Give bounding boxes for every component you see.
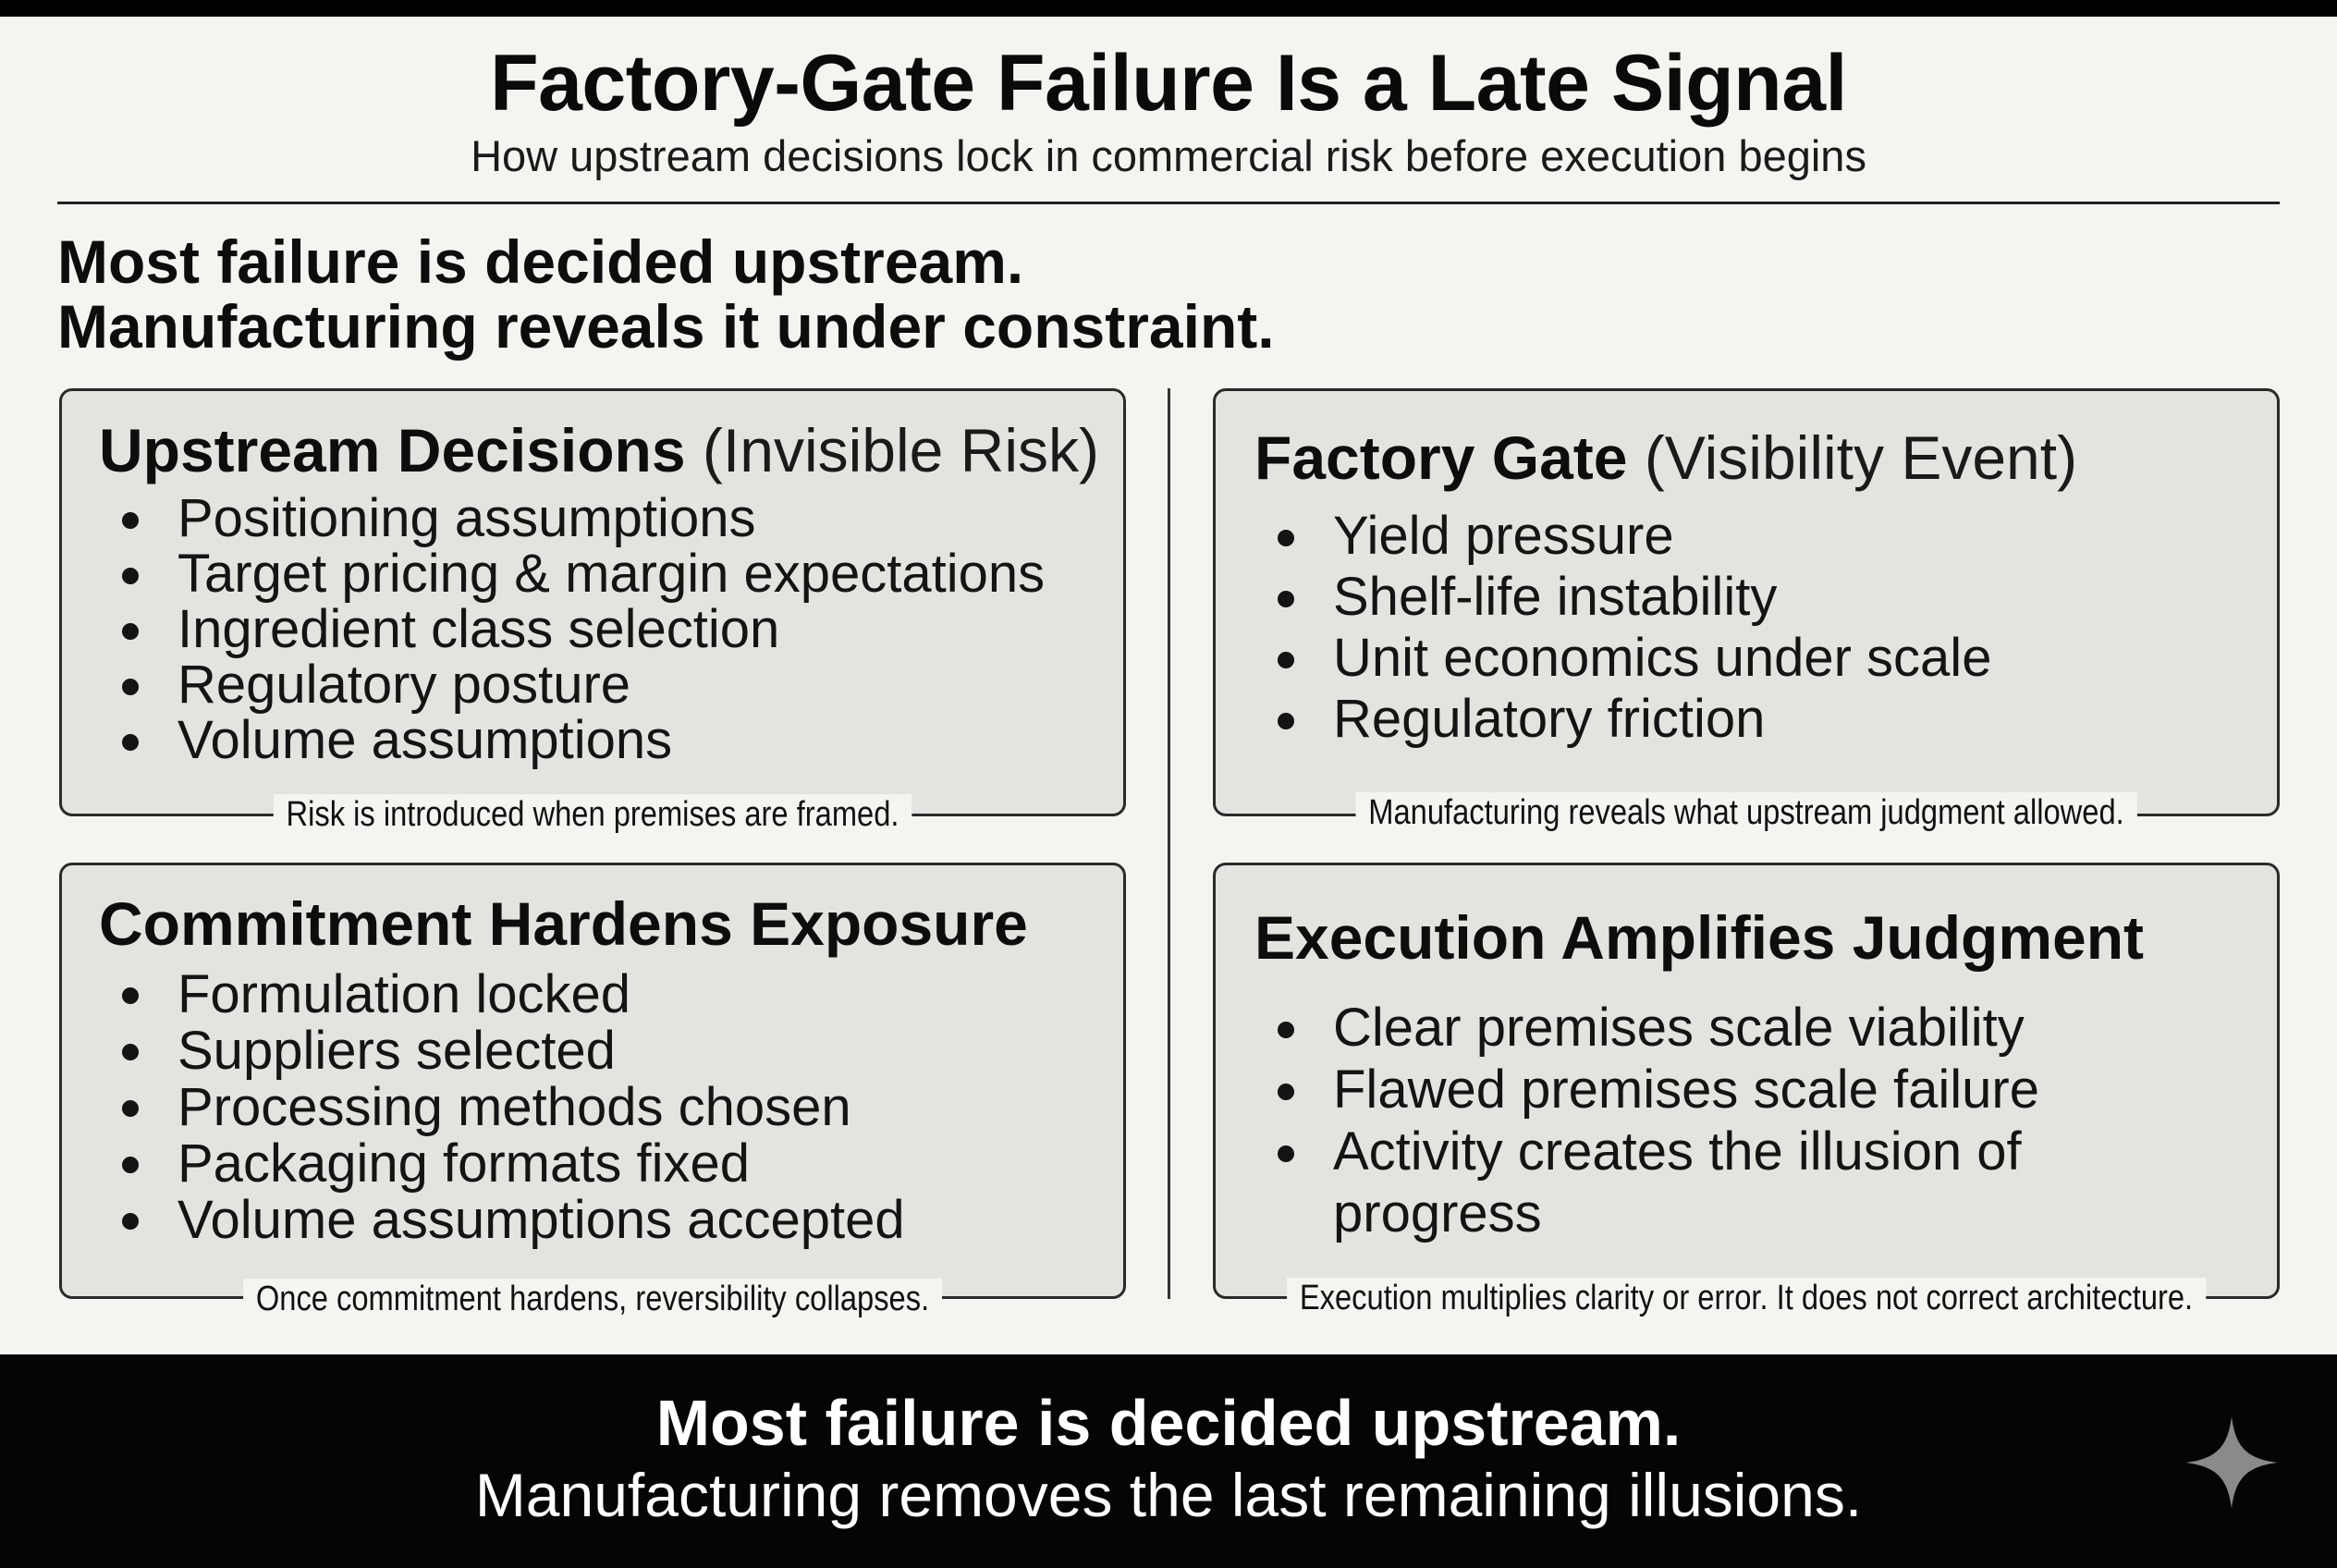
center-divider xyxy=(1168,388,1170,1299)
panel-title: Execution Amplifies Judgment xyxy=(1254,902,2144,973)
footer-headline: Most failure is decided upstream. xyxy=(655,1387,1682,1459)
bullet-icon xyxy=(122,1157,139,1173)
bullet-icon xyxy=(122,1213,139,1230)
panel-title: Factory Gate (Visibility Event) xyxy=(1254,423,2077,493)
list-item: Volume assumptions accepted xyxy=(113,1192,905,1248)
panel-commitment-hardens-exposure: Commitment Hardens Exposure Formulation … xyxy=(59,863,1126,1299)
list-item: Positioning assumptions xyxy=(113,491,1045,546)
header-divider xyxy=(57,202,2280,204)
list-item: Regulatory friction xyxy=(1268,689,1991,750)
footer-subline: Manufacturing removes the last remaining… xyxy=(474,1461,1863,1529)
bullet-icon xyxy=(122,512,139,529)
footer-banner: Most failure is decided upstream. Manufa… xyxy=(0,1354,2337,1568)
bullet-icon xyxy=(122,568,139,584)
list-item: Unit economics under scale xyxy=(1268,628,1991,689)
bullet-icon xyxy=(1278,1084,1294,1100)
panel-title-qualifier: (Visibility Event) xyxy=(1644,423,2078,492)
bullet-icon xyxy=(122,679,139,695)
list-item: Yield pressure xyxy=(1268,506,1991,567)
lead-line-1: Most failure is decided upstream. xyxy=(57,227,1024,296)
sparkle-icon xyxy=(2185,1416,2278,1509)
list-item: Packaging formats fixed xyxy=(113,1135,905,1192)
bullet-icon xyxy=(1278,652,1294,668)
panel-caption: Manufacturing reveals what upstream judg… xyxy=(1355,792,2137,833)
list-item: Flawed premises scale failure xyxy=(1268,1059,2039,1121)
list-item: Clear premises scale viability xyxy=(1268,997,2039,1059)
page-title: Factory-Gate Failure Is a Late Signal xyxy=(490,39,1847,128)
page-subtitle: How upstream decisions lock in commercia… xyxy=(471,131,1866,180)
lead-line-2: Manufacturing reveals it under constrain… xyxy=(57,292,1275,361)
panel-execution-amplifies-judgment: Execution Amplifies Judgment Clear premi… xyxy=(1213,863,2280,1299)
list-item: Ingredient class selection xyxy=(113,602,1045,657)
bullet-icon xyxy=(1278,713,1294,729)
bullet-list: Yield pressure Shelf-life instability Un… xyxy=(1268,506,1991,750)
panel-title-main: Execution Amplifies Judgment xyxy=(1254,903,2145,972)
panel-title-main: Upstream Decisions xyxy=(99,416,686,484)
list-item: Shelf-life instability xyxy=(1268,567,1991,628)
bullet-icon xyxy=(1278,591,1294,607)
list-item: Target pricing & margin expectations xyxy=(113,546,1045,602)
bullet-icon xyxy=(122,734,139,751)
list-item: Suppliers selected xyxy=(113,1023,905,1079)
bullet-icon xyxy=(122,623,139,640)
list-item: Formulation locked xyxy=(113,966,905,1023)
lead-statement: Most failure is decided upstream. Manufa… xyxy=(57,229,1275,359)
bullet-icon xyxy=(1278,1022,1294,1038)
list-item-continuation: progress xyxy=(1333,1183,1542,1243)
bullet-icon xyxy=(1278,1145,1294,1162)
bullet-icon xyxy=(122,1100,139,1117)
list-item: Volume assumptions xyxy=(113,713,1045,768)
bullet-list: Positioning assumptions Target pricing &… xyxy=(113,491,1045,768)
panel-title: Commitment Hardens Exposure xyxy=(99,888,1028,959)
panel-factory-gate: Factory Gate (Visibility Event) Yield pr… xyxy=(1213,388,2280,816)
list-item: Activity creates the illusion of xyxy=(1268,1121,2039,1182)
list-item: Processing methods chosen xyxy=(113,1079,905,1135)
panel-title-qualifier: (Invisible Risk) xyxy=(702,416,1099,484)
header: Factory-Gate Failure Is a Late Signal Ho… xyxy=(0,37,2337,183)
panel-title-main: Commitment Hardens Exposure xyxy=(99,889,1028,958)
panel-caption: Once commitment hardens, reversibility c… xyxy=(243,1279,942,1319)
top-black-bar xyxy=(0,0,2337,17)
bullet-icon xyxy=(122,1044,139,1060)
panel-title: Upstream Decisions (Invisible Risk) xyxy=(99,415,1099,485)
bullet-list: Formulation locked Suppliers selected Pr… xyxy=(113,966,905,1248)
bullet-list: Clear premises scale viability Flawed pr… xyxy=(1268,997,2039,1244)
panel-upstream-decisions: Upstream Decisions (Invisible Risk) Posi… xyxy=(59,388,1126,816)
list-item: Regulatory posture xyxy=(113,657,1045,713)
bullet-icon xyxy=(1278,530,1294,546)
panel-caption: Risk is introduced when premises are fra… xyxy=(273,794,912,835)
bullet-icon xyxy=(122,987,139,1004)
panel-caption: Execution multiplies clarity or error. I… xyxy=(1287,1278,2206,1318)
panel-title-main: Factory Gate xyxy=(1254,423,1628,492)
